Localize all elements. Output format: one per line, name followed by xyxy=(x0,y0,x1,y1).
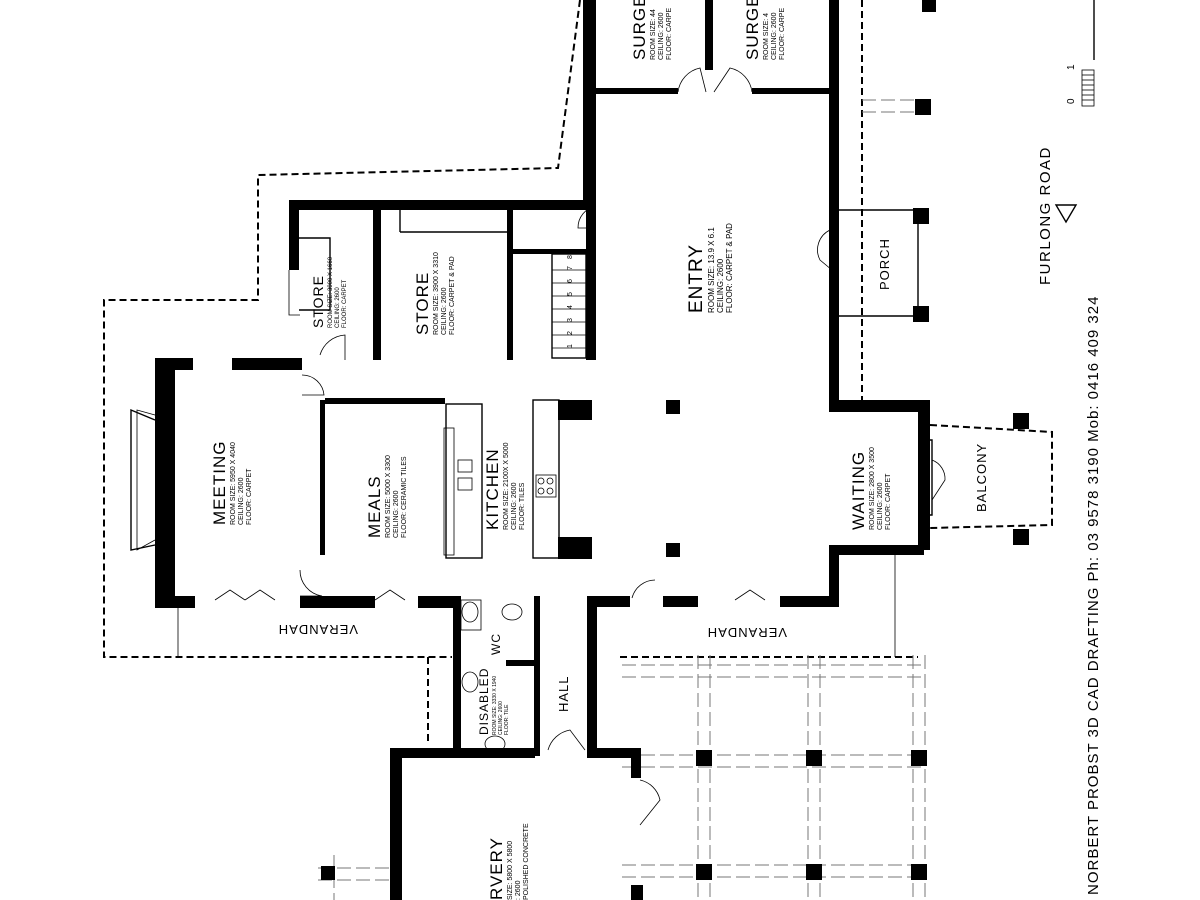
room-name-waiting: WAITING xyxy=(849,451,868,530)
room-ceiling-entry: CEILING: 2600 xyxy=(716,258,725,313)
room-name-meeting: MEETING xyxy=(210,441,229,525)
room-floor-disabled: FLOOR: TILE xyxy=(504,704,510,735)
room-floor-surgery-1: FLOOR: CARPE xyxy=(666,8,673,60)
columns xyxy=(321,0,1029,900)
room-name-balcony: BALCONY xyxy=(974,443,989,512)
room-name-kitchen: KITCHEN xyxy=(483,448,502,530)
room-size-surgery-2: ROOM SIZE: 4 xyxy=(763,13,770,60)
room-floor-meals: FLOOR: CERAMIC TILES xyxy=(401,456,408,538)
pergola-grid xyxy=(318,99,926,900)
room-ceiling-disabled: CEILING: 2600 xyxy=(498,701,504,735)
scale-bar: 0 1 xyxy=(1066,0,1095,107)
room-floor-waiting: FLOOR: CARPET xyxy=(885,473,892,530)
walls xyxy=(155,0,930,900)
room-ceiling-store-1: CEILING: 2600 xyxy=(335,287,341,328)
stair-number: 3 xyxy=(567,318,574,322)
room-name-verandah-left: VERANDAH xyxy=(278,622,358,637)
room-name-surgery-1: SURGE xyxy=(630,0,649,60)
road-arrow xyxy=(1054,204,1078,224)
room-size-waiting: ROOM SIZE: 2800 X 3500 xyxy=(869,447,876,530)
room-size-surgery-bottom: SIZE: 5800 X 5800 xyxy=(507,841,514,900)
room-name-porch: PORCH xyxy=(877,238,892,290)
room-floor-kitchen: FLOOR: TILES xyxy=(519,482,526,530)
room-ceiling-surgery-1: CEILING: 2600 xyxy=(658,12,665,60)
room-size-store-2: ROOM SIZE: 3900 X 3310 xyxy=(433,252,440,335)
room-name-surgery-2: SURGE xyxy=(743,0,762,60)
room-floor-surgery-bottom: POLISHED CONCRETE xyxy=(523,823,530,900)
room-size-store-1: ROOM SIZE: 3900 X 1660 xyxy=(328,256,334,328)
room-name-disabled: DISABLED xyxy=(477,668,491,735)
room-name-store-2: STORE xyxy=(413,272,432,335)
room-name-verandah-right: VERANDAH xyxy=(707,625,787,640)
stair-numbers: 1 2 3 4 5 6 7 8 xyxy=(567,255,574,348)
room-size-entry: ROOM SIZE: 13.9 X 6.1 xyxy=(707,227,716,313)
drafting-credit: NORBERT PROBST 3D CAD DRAFTING Ph: 03 95… xyxy=(1085,296,1102,895)
room-name-entry: ENTRY xyxy=(686,244,707,313)
room-ceiling-meals: CEILING: 2600 xyxy=(393,490,400,538)
room-size-meeting: ROOM SIZE: 5950 X 4040 xyxy=(230,442,237,525)
stair-number: 7 xyxy=(567,266,574,270)
room-ceiling-store-2: CEILING: 2600 xyxy=(441,287,448,335)
room-ceiling-surgery-2: CEILING: 2600 xyxy=(771,12,778,60)
scale-zero: 0 xyxy=(1066,98,1077,104)
scale-one: 1 xyxy=(1066,64,1077,70)
room-ceiling-waiting: CEILING: 2600 xyxy=(877,482,884,530)
room-floor-meeting: FLOOR: CARPET xyxy=(246,468,253,525)
room-name-wc: WC xyxy=(489,633,503,655)
room-name-hall: HALL xyxy=(556,675,571,712)
stair-number: 6 xyxy=(567,279,574,283)
doors xyxy=(214,67,946,826)
room-size-surgery-1: ROOM SIZE: 44 xyxy=(650,9,657,60)
room-floor-store-2: FLOOR: CARPET & PAD xyxy=(449,256,456,335)
room-ceiling-kitchen: CEILING: 2600 xyxy=(511,482,518,530)
room-ceiling-meeting: CEILING: 2600 xyxy=(238,477,245,525)
interior-lines xyxy=(130,209,933,753)
stair-number: 2 xyxy=(567,331,574,335)
stair-number: 4 xyxy=(567,305,574,309)
room-ceiling-surgery-bottom: : 2600 xyxy=(515,880,522,900)
room-name-meals: MEALS xyxy=(365,475,384,538)
room-name-surgery-bottom: RVERY xyxy=(487,837,506,900)
room-floor-surgery-2: FLOOR: CARPE xyxy=(779,8,786,60)
room-labels: SURGE ROOM SIZE: 44 CEILING: 2600 FLOOR:… xyxy=(210,0,989,900)
room-size-kitchen: ROOM SIZE: 2100X X 5000 xyxy=(503,442,510,530)
stair-number: 8 xyxy=(567,255,574,259)
stair-number: 1 xyxy=(567,344,574,348)
room-size-disabled: ROOM SIZE: 3330 X 1940 xyxy=(492,676,498,735)
room-size-meals: ROOM SIZE: 5000 X 3300 xyxy=(385,455,392,538)
room-floor-store-1: FLOOR: CARPET xyxy=(342,279,348,328)
stair-number: 5 xyxy=(567,292,574,296)
room-floor-entry: FLOOR: CARPET & PAD xyxy=(725,223,734,313)
site-boundary xyxy=(103,0,1053,745)
room-name-store-1: STORE xyxy=(310,275,326,328)
road-label: FURLONG ROAD xyxy=(1037,146,1054,285)
